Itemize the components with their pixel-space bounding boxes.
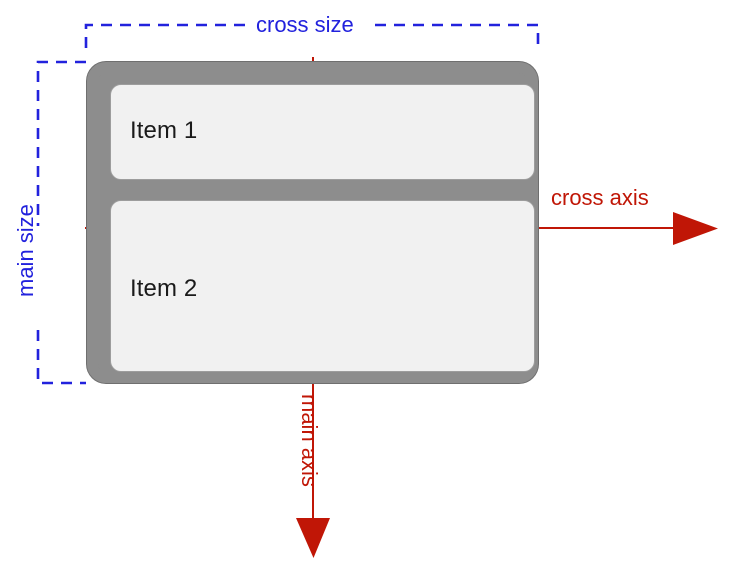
flex-item-1-label: Item 1	[130, 117, 198, 144]
flex-container-box: Item 1 Item 2	[87, 62, 538, 383]
flex-item-1: Item 1	[110, 84, 535, 180]
main-size-label: main size	[13, 204, 38, 297]
cross-axis-label: cross axis	[551, 185, 649, 210]
cross-size-label: cross size	[256, 12, 354, 37]
flex-item-2: Item 2	[110, 200, 535, 372]
main-size-bracket	[36, 60, 86, 385]
main-axis-label: main axis	[297, 394, 322, 487]
flex-item-2-label: Item 2	[130, 275, 198, 302]
